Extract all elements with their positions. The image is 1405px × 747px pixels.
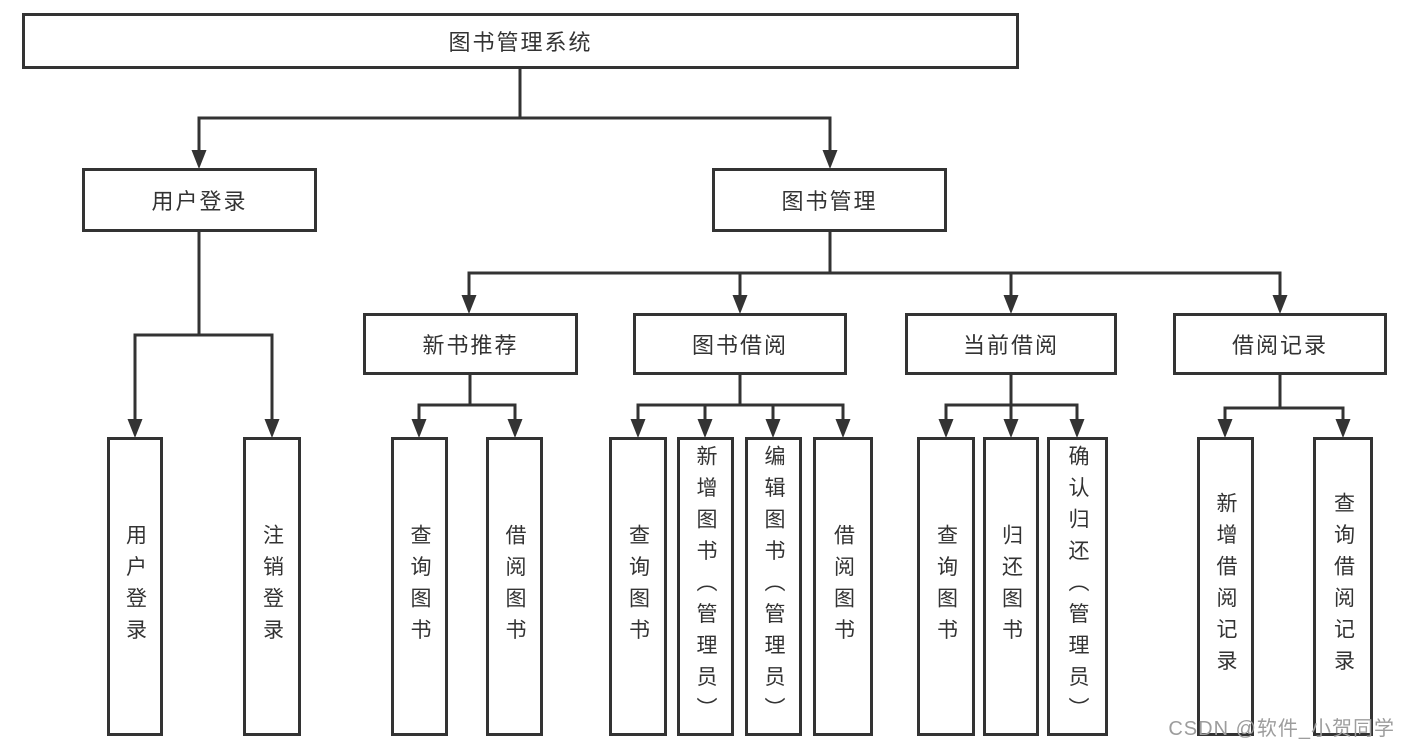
leaf-add-borrow-record: 新增借阅记录 <box>1197 437 1254 736</box>
node-new-book-recommendation: 新书推荐 <box>363 313 578 375</box>
node-label: 新增借阅记录 <box>1214 492 1237 681</box>
node-label: 图书管理 <box>781 189 878 214</box>
node-label: 新书推荐 <box>422 333 519 358</box>
leaf-query-borrow-record: 查询借阅记录 <box>1313 437 1373 736</box>
node-book-management: 图书管理 <box>712 168 947 232</box>
leaf-edit-books-admin: 编辑图书（管理员） <box>745 437 802 736</box>
leaf-return-books: 归还图书 <box>983 437 1039 736</box>
node-label: 借阅图书 <box>503 523 526 650</box>
node-label: 编辑图书（管理员） <box>762 444 785 729</box>
node-label: 当前借阅 <box>962 333 1059 358</box>
node-label: 图书借阅 <box>691 333 788 358</box>
leaf-add-books-admin: 新增图书（管理员） <box>677 437 734 736</box>
leaf-query-books-current: 查询图书 <box>917 437 975 736</box>
node-label: 查询图书 <box>626 523 650 650</box>
node-book-borrowing: 图书借阅 <box>633 313 847 375</box>
node-label: 图书管理系统 <box>448 30 593 55</box>
node-label: 查询图书 <box>408 523 431 650</box>
node-label: 新增图书（管理员） <box>694 444 717 729</box>
watermark-text: CSDN @软件_小贺同学 <box>1168 718 1395 740</box>
arrowheads <box>127 150 1351 438</box>
leaf-logout: 注销登录 <box>243 437 301 736</box>
node-label: 注销登录 <box>260 523 284 650</box>
node-label: 借阅记录 <box>1231 333 1328 358</box>
leaf-borrow-books-recommend: 借阅图书 <box>486 437 543 736</box>
leaf-query-books-borrowing: 查询图书 <box>609 437 667 736</box>
leaf-user-login: 用户登录 <box>107 437 163 736</box>
node-user-login: 用户登录 <box>82 168 317 232</box>
node-borrowing-records: 借阅记录 <box>1173 313 1387 375</box>
node-label: 用户登录 <box>151 189 248 214</box>
leaf-borrow-books-borrowing: 借阅图书 <box>813 437 873 736</box>
node-label: 确认归还（管理员） <box>1066 444 1089 729</box>
node-library-management-system: 图书管理系统 <box>22 13 1019 69</box>
node-label: 查询图书 <box>934 523 958 650</box>
node-label: 借阅图书 <box>831 523 855 650</box>
leaf-confirm-return-admin: 确认归还（管理员） <box>1047 437 1108 736</box>
node-label: 用户登录 <box>123 523 147 650</box>
leaf-query-books-recommend: 查询图书 <box>391 437 448 736</box>
node-current-borrowing: 当前借阅 <box>905 313 1117 375</box>
node-label: 查询借阅记录 <box>1331 492 1355 681</box>
node-label: 归还图书 <box>999 523 1023 650</box>
